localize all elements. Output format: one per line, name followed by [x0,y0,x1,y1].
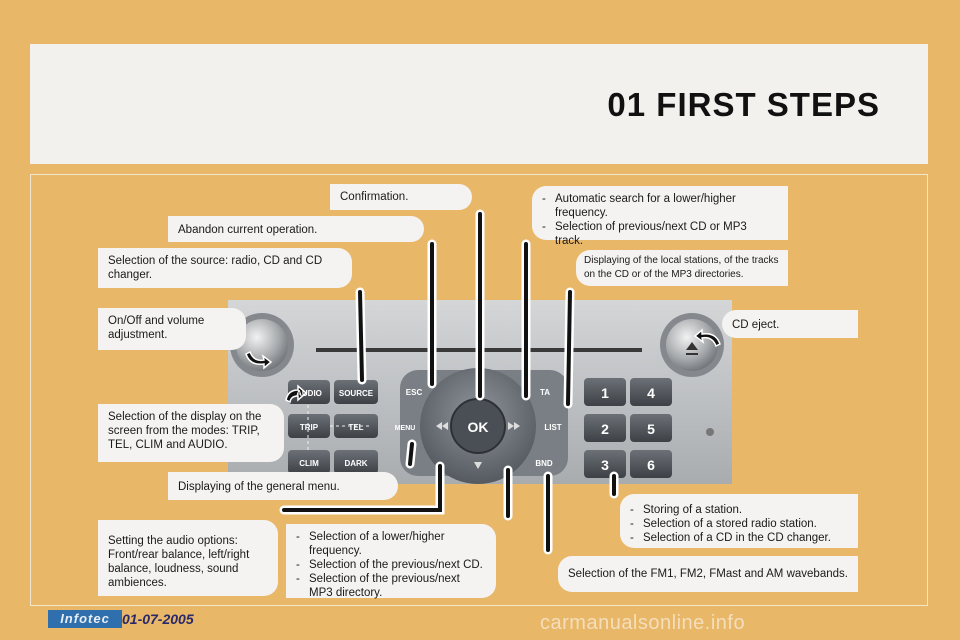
preset-buttons [584,378,672,478]
leader-arrows [279,209,619,555]
list-item: Selection of the previous/next CD. [296,558,486,572]
confirmation-text: Confirmation. [340,191,409,203]
preset-6-label: 6 [647,457,655,473]
trip-button-label: TRIP [300,423,319,432]
callout-audio-options: Setting the audio options: Front/rear ba… [98,520,278,596]
callout-display-modes: Selection of the display on the screen f… [98,404,284,462]
cd-eject-text: CD eject. [732,319,780,331]
eject-symbol-icon [686,342,698,355]
curved-arrow-icons [245,328,721,404]
list-item: Selection of the previous/next MP3 direc… [296,572,486,600]
title-panel: 01 FIRST STEPS [30,44,928,164]
general-menu-text: Displaying of the general menu. [178,481,340,493]
callout-onoff: On/Off and volume adjustment. [98,308,246,350]
preset-2-label: 2 [601,421,609,437]
callout-source: Selection of the source: radio, CD and C… [98,248,352,288]
page-title: 01 FIRST STEPS [607,86,880,123]
local-stations-text: Displaying of the local stations, of the… [584,255,779,280]
menu-button-label: MENU [395,425,416,432]
audio-button-label: AUDIO [296,389,322,398]
preset-5-label: 5 [647,421,655,437]
list-button-label: LIST [544,423,561,432]
clim-button-label: CLIM [299,459,319,468]
callout-wavebands: Selection of the FM1, FM2, FMast and AM … [558,556,858,592]
source-text: Selection of the source: radio, CD and C… [108,255,323,281]
callout-auto-search: Automatic search for a lower/higher freq… [532,186,788,247]
callout-abandon: Abandon current operation. [168,216,424,242]
esc-button-label: ESC [406,388,423,397]
list-item: Automatic search for a lower/higher freq… [542,192,778,220]
ta-button-label: TA [540,388,550,397]
callout-cd-eject: CD eject. [722,310,858,338]
list-item: Selection of a lower/higher frequency. [296,530,486,558]
list-item: Selection of a CD in the CD changer. [630,531,848,545]
abandon-text: Abandon current operation. [178,224,318,236]
bnd-button-label: BND [535,459,553,468]
tel-button-label: TEL [348,423,363,432]
callout-lower-higher: Selection of a lower/higher frequency. S… [286,524,496,600]
callout-general-menu: Displaying of the general menu. [168,472,398,500]
infotec-logo: Infotec [48,610,122,628]
preset-1-label: 1 [601,385,609,401]
watermark: carmanualsonline.info [540,612,746,634]
preset-3-label: 3 [601,457,609,473]
source-button-label: SOURCE [339,389,374,398]
list-item: Storing of a station. [630,503,848,517]
display-modes-text: Selection of the display on the screen f… [108,411,262,451]
content-frame [30,174,928,606]
list-item: Selection of a stored radio station. [630,517,848,531]
callout-local-stations: Displaying of the local stations, of the… [576,250,788,286]
callout-storing: Storing of a station. Selection of a sto… [620,494,858,548]
callout-confirmation: Confirmation. [330,184,472,210]
list-item: Selection of previous/next CD or MP3 tra… [542,220,778,248]
onoff-text: On/Off and volume adjustment. [108,315,205,341]
wavebands-text: Selection of the FM1, FM2, FMast and AM … [568,568,848,580]
dark-button-label: DARK [344,459,367,468]
preset-4-label: 4 [647,385,655,401]
audio-options-text: Setting the audio options: Front/rear ba… [108,535,250,589]
ok-button-label: OK [468,419,489,435]
footer-date: 01-07-2005 [122,611,194,627]
